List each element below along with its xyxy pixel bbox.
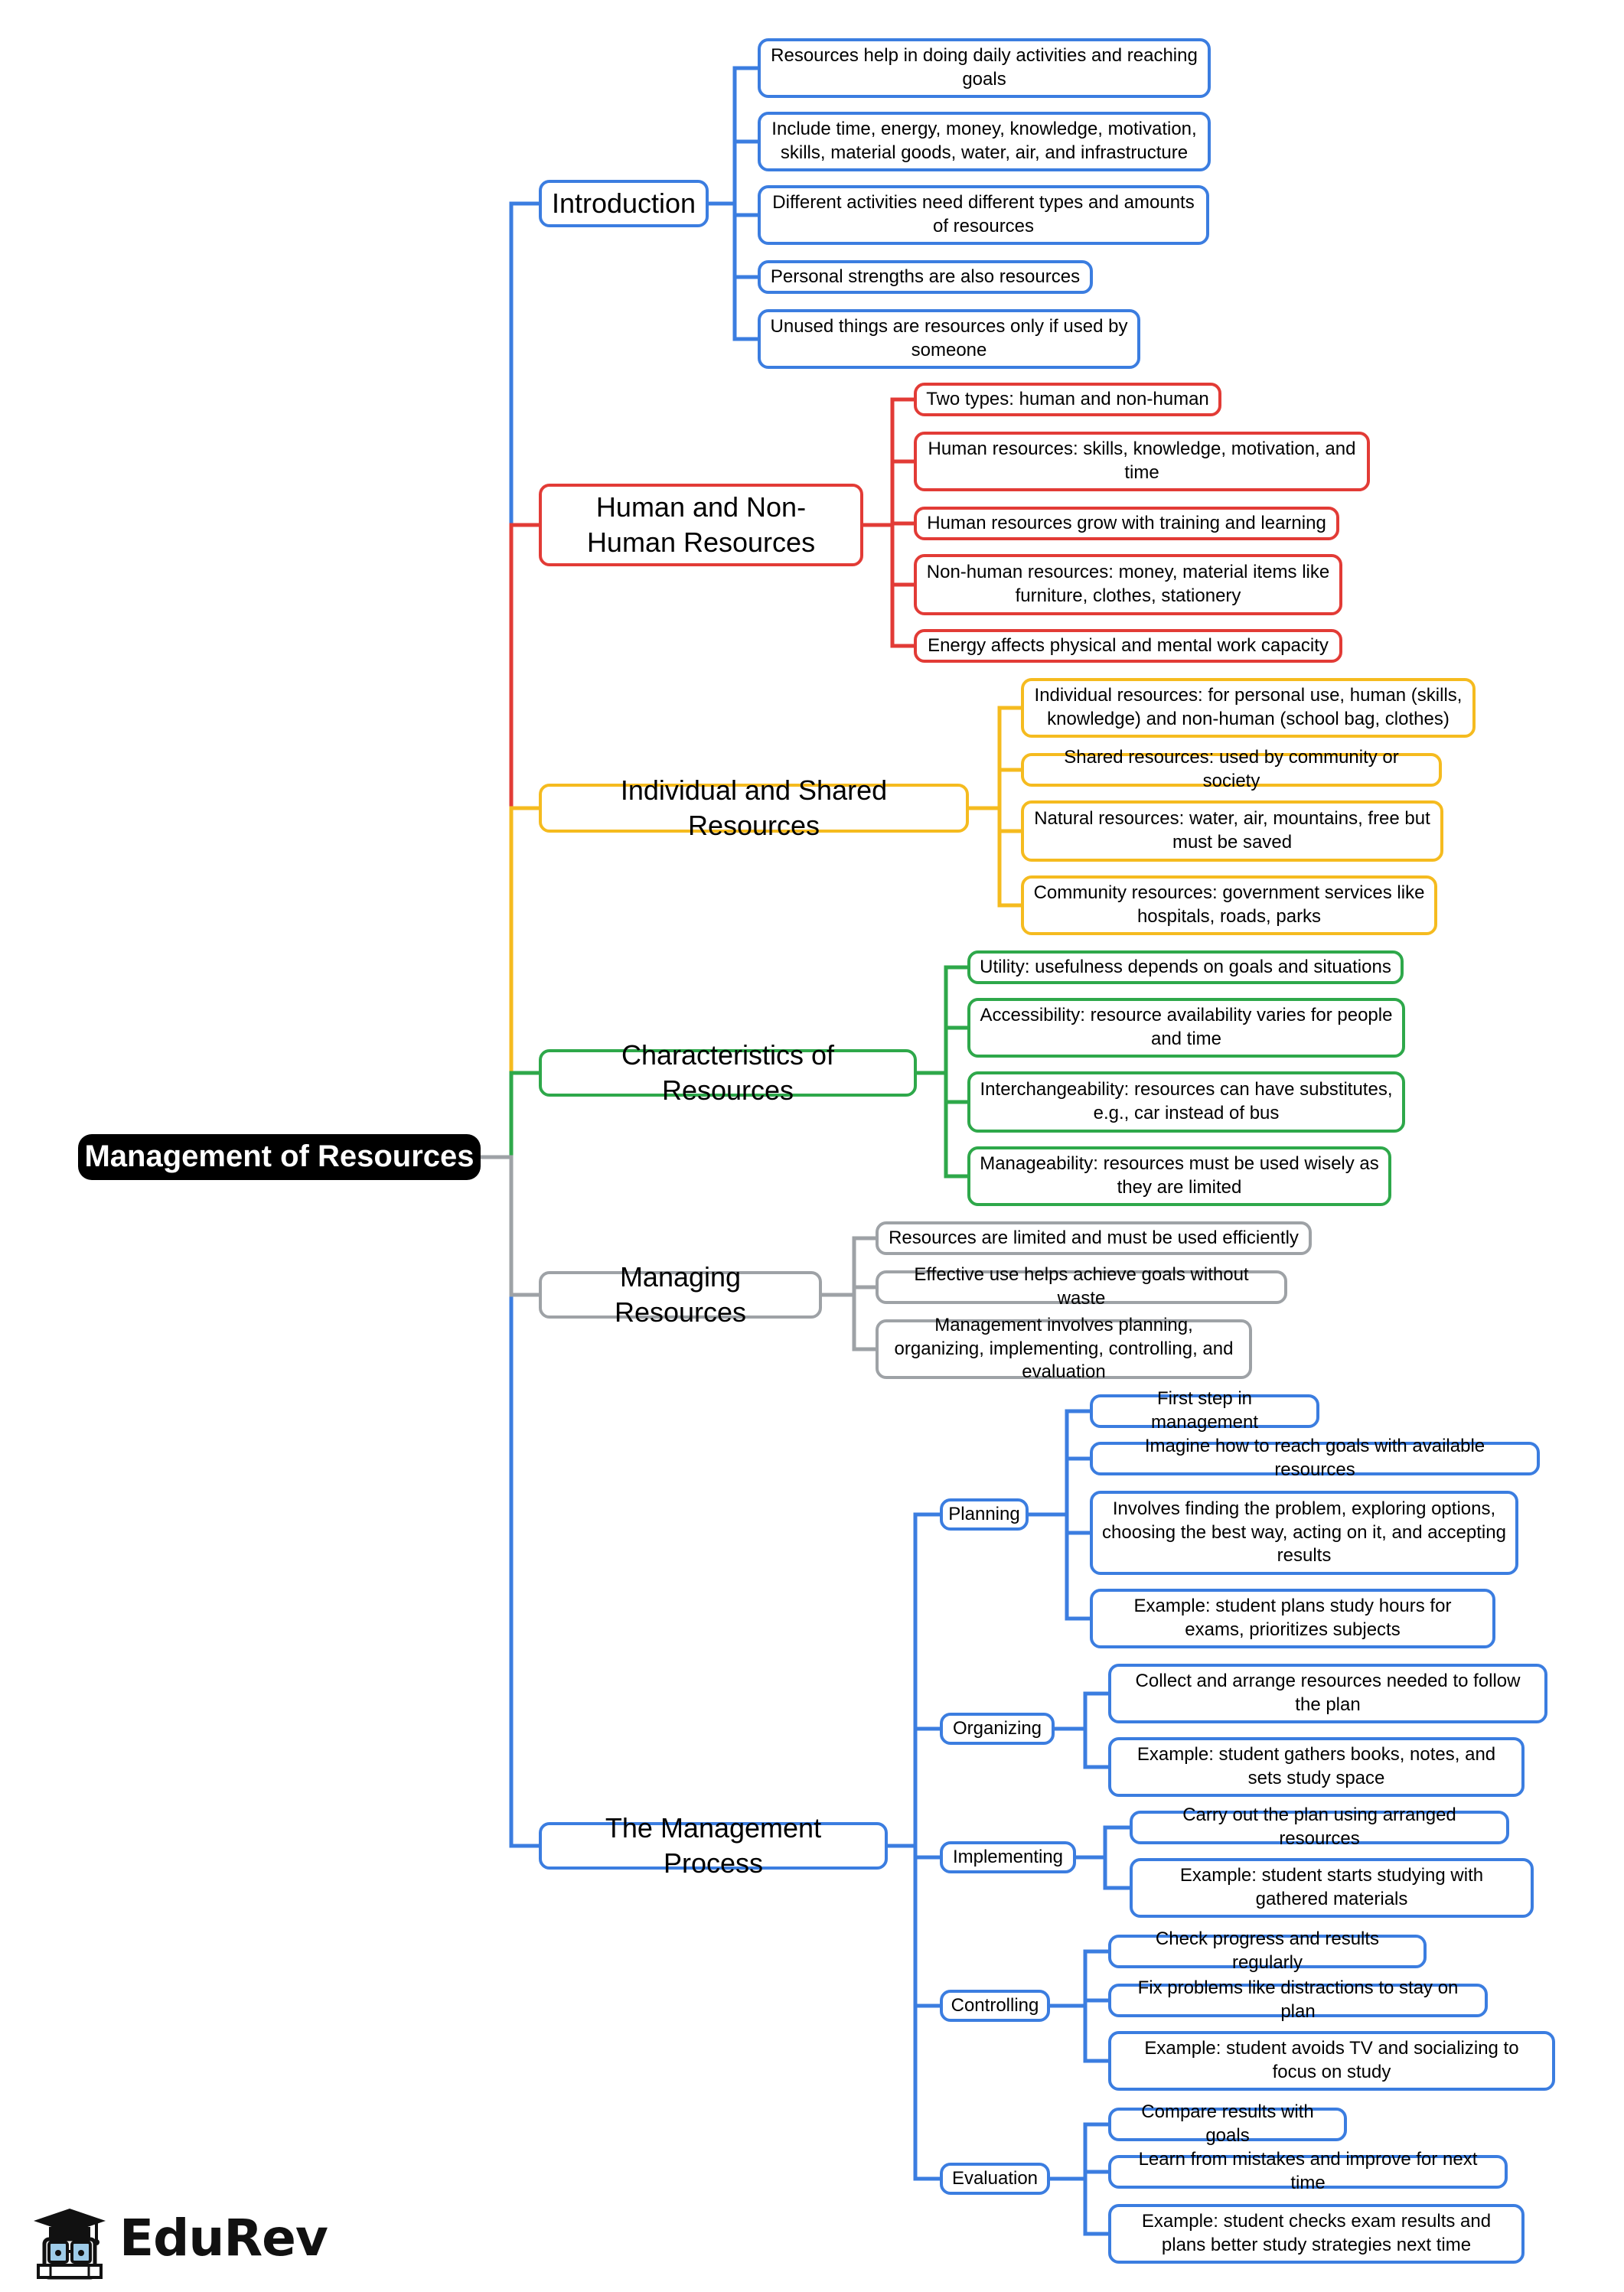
leaf-node[interactable]: Carry out the plan using arranged resour… bbox=[1130, 1805, 1509, 1849]
leaf-node[interactable]: Utility: usefulness depends on goals and… bbox=[967, 950, 1404, 984]
branch-management-process[interactable]: The Management Process bbox=[539, 1812, 888, 1879]
leaf-node[interactable]: Example: student plans study hours for e… bbox=[1090, 1589, 1495, 1648]
leaf-node[interactable]: Fix problems like distractions to stay o… bbox=[1108, 1977, 1488, 2022]
leaf-node[interactable]: Compare results with goals bbox=[1108, 2101, 1347, 2146]
leaf-node[interactable]: Example: student checks exam results and… bbox=[1108, 2204, 1525, 2264]
leaf-node[interactable]: Resources are limited and must be used e… bbox=[876, 1221, 1312, 1255]
leaf-node[interactable]: Imagine how to reach goals with availabl… bbox=[1090, 1436, 1540, 1480]
leaf-node[interactable]: Non-human resources: money, material ite… bbox=[914, 554, 1342, 615]
step-organizing[interactable]: Organizing bbox=[940, 1713, 1055, 1745]
leaf-node[interactable]: Resources help in doing daily activities… bbox=[758, 38, 1211, 98]
logo-text: EduRev bbox=[119, 2209, 328, 2268]
leaf-node[interactable]: Shared resources: used by community or s… bbox=[1021, 747, 1442, 791]
leaf-node[interactable]: Human resources grow with training and l… bbox=[914, 507, 1339, 540]
branch-characteristics-of-resources[interactable]: Characteristics of Resources bbox=[539, 1039, 917, 1106]
step-implementing[interactable]: Implementing bbox=[940, 1841, 1076, 1873]
leaf-node[interactable]: Collect and arrange resources needed to … bbox=[1108, 1664, 1547, 1723]
edurev-logo: EduRev bbox=[28, 2204, 328, 2281]
leaf-node[interactable]: Community resources: government services… bbox=[1021, 875, 1437, 935]
branch-human-non-human-resources[interactable]: Human and Non-Human Resources bbox=[539, 484, 863, 566]
step-planning[interactable]: Planning bbox=[940, 1498, 1029, 1531]
leaf-node[interactable]: Example: student starts studying with ga… bbox=[1130, 1858, 1534, 1918]
leaf-node[interactable]: Different activities need different type… bbox=[758, 185, 1209, 245]
leaf-node[interactable]: Two types: human and non-human bbox=[914, 383, 1221, 416]
leaf-node[interactable]: Include time, energy, money, knowledge, … bbox=[758, 112, 1211, 171]
leaf-node[interactable]: Personal strengths are also resources bbox=[758, 260, 1093, 294]
leaf-node[interactable]: Management involves planning, organizing… bbox=[876, 1315, 1252, 1382]
branch-introduction[interactable]: Introduction bbox=[539, 180, 709, 227]
step-evaluation[interactable]: Evaluation bbox=[940, 2163, 1050, 2195]
branch-individual-shared-resources[interactable]: Individual and Shared Resources bbox=[539, 774, 969, 841]
leaf-node[interactable]: Example: student gathers books, notes, a… bbox=[1108, 1737, 1525, 1797]
leaf-node[interactable]: Interchangeability: resources can have s… bbox=[967, 1071, 1405, 1133]
leaf-node[interactable]: Human resources: skills, knowledge, moti… bbox=[914, 432, 1370, 491]
branch-managing-resources[interactable]: Managing Resources bbox=[539, 1261, 822, 1328]
leaf-node[interactable]: First step in management bbox=[1090, 1388, 1319, 1433]
leaf-node[interactable]: Learn from mistakes and improve for next… bbox=[1108, 2149, 1508, 2193]
leaf-node[interactable]: Involves finding the problem, exploring … bbox=[1090, 1491, 1518, 1575]
leaf-node[interactable]: Natural resources: water, air, mountains… bbox=[1021, 800, 1443, 862]
root-node[interactable]: Management of Resources bbox=[78, 1134, 481, 1180]
leaf-node[interactable]: Energy affects physical and mental work … bbox=[914, 629, 1342, 663]
leaf-node[interactable]: Accessibility: resource availability var… bbox=[967, 998, 1405, 1058]
graduation-cap-student-icon bbox=[34, 2209, 106, 2280]
step-controlling[interactable]: Controlling bbox=[940, 1990, 1050, 2022]
leaf-node[interactable]: Unused things are resources only if used… bbox=[758, 309, 1140, 369]
leaf-node[interactable]: Effective use helps achieve goals withou… bbox=[876, 1264, 1287, 1309]
leaf-node[interactable]: Individual resources: for personal use, … bbox=[1021, 678, 1476, 738]
leaf-node[interactable]: Check progress and results regularly bbox=[1108, 1928, 1427, 1973]
leaf-node[interactable]: Example: student avoids TV and socializi… bbox=[1108, 2031, 1555, 2091]
leaf-node[interactable]: Manageability: resources must be used wi… bbox=[967, 1146, 1391, 1206]
